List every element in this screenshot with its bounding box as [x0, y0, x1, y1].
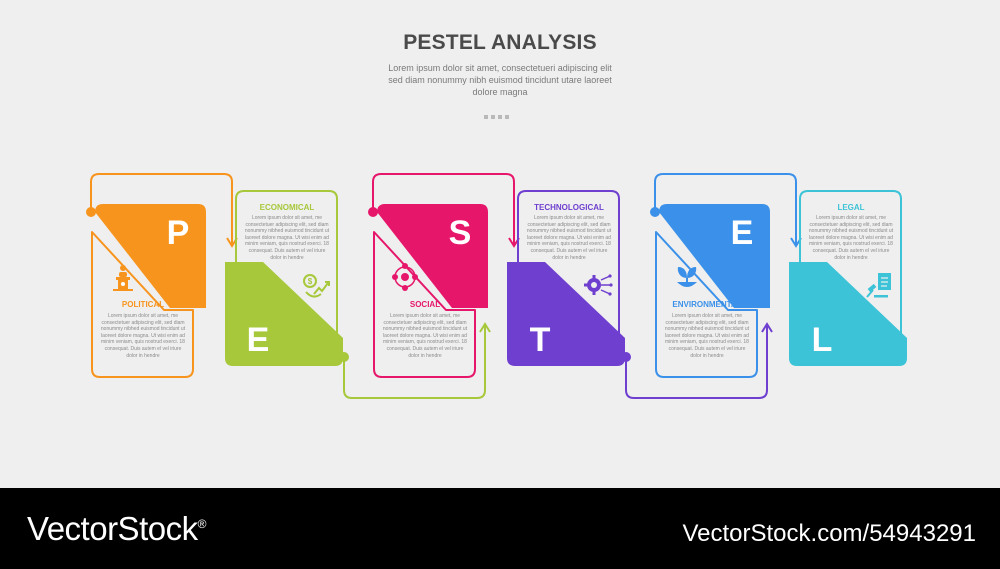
pestel-item-1	[86, 173, 238, 378]
letter-block	[225, 262, 343, 366]
item-title: POLITICAL	[121, 300, 165, 309]
watermark-footer: VectorStock® VectorStock.com/54943291	[0, 488, 1000, 569]
item-description: Lorem ipsum dolor sit amet, me consectet…	[808, 215, 894, 261]
text-box-outline	[235, 190, 338, 337]
pestel-diagram	[86, 173, 907, 399]
item-description: Lorem ipsum dolor sit amet, me consectet…	[526, 215, 612, 261]
arrow-head-icon	[761, 322, 773, 333]
letter-block	[507, 262, 625, 366]
letter-block	[95, 204, 206, 308]
connector-line	[654, 173, 797, 244]
letter-label: S	[448, 214, 472, 252]
vectorstock-logo: VectorStock®	[27, 510, 206, 547]
item-title: ECONOMICAL	[259, 203, 315, 212]
connector-line	[372, 173, 515, 244]
podium-speaker-icon	[108, 262, 138, 292]
letter-label: T	[529, 321, 551, 359]
text-box-outline	[799, 190, 902, 337]
connector-line	[90, 173, 233, 244]
item-title: SOCIAL	[409, 300, 441, 309]
page-subtitle: Lorem ipsum dolor sit amet, consectetuer…	[388, 63, 612, 97]
pestel-item-4	[507, 190, 773, 399]
text-box-outline	[517, 190, 620, 337]
text-box-outline	[373, 231, 476, 378]
connector-line	[343, 326, 486, 399]
item-title: ENVIRONMENTAL	[672, 300, 742, 309]
svg-text:$: $	[308, 277, 313, 286]
letter-label: P	[166, 214, 190, 252]
letter-label: E	[730, 214, 754, 252]
decorative-dots	[484, 106, 516, 119]
item-title: LEGAL	[837, 203, 865, 212]
gavel-document-icon	[865, 270, 895, 300]
arrow-head-icon	[479, 322, 491, 333]
people-network-icon	[390, 262, 420, 292]
item-description: Lorem ipsum dolor sit amet, me consectet…	[100, 313, 186, 359]
letter-block	[377, 204, 488, 308]
item-title: TECHNOLOGICAL	[534, 203, 604, 212]
item-description: Lorem ipsum dolor sit amet, me consectet…	[382, 313, 468, 359]
letter-label: L	[811, 321, 833, 359]
letter-label: E	[246, 321, 270, 359]
infographic-canvas: PESTEL ANALYSIS Lorem ipsum dolor sit am…	[86, 31, 907, 399]
connector-line	[625, 326, 768, 399]
page-title: PESTEL ANALYSIS	[403, 31, 597, 54]
letter-block	[659, 204, 770, 308]
text-box-outline	[655, 231, 758, 378]
plant-leaf-icon	[672, 262, 702, 292]
text-box-outline	[91, 231, 194, 378]
pestel-item-2	[225, 190, 491, 399]
letter-block	[789, 262, 907, 366]
stock-id: VectorStock.com/54943291	[682, 520, 976, 547]
item-description: Lorem ipsum dolor sit amet, me consectet…	[664, 313, 750, 359]
item-description: Lorem ipsum dolor sit amet, me consectet…	[244, 215, 330, 261]
gear-circuit-icon	[583, 270, 613, 300]
pestel-item-5	[650, 173, 802, 378]
pestel-item-6	[789, 190, 907, 366]
money-growth-icon: $	[301, 270, 331, 300]
